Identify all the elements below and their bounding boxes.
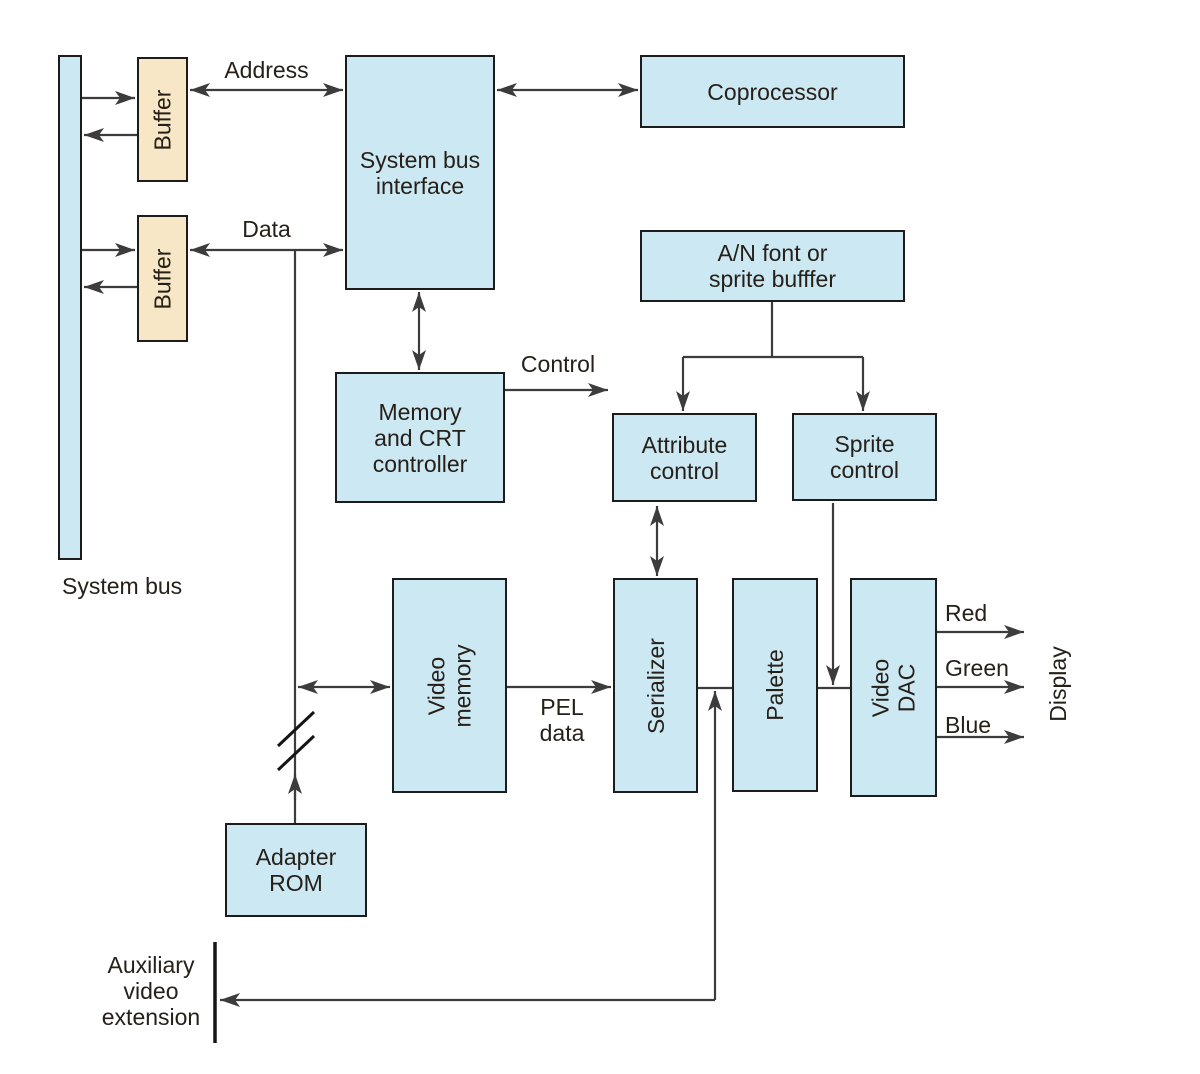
- palette-label: Palette: [761, 649, 788, 721]
- bus-width-slash: [276, 710, 316, 748]
- video-dac-label: Video DAC: [867, 658, 920, 717]
- buffer-top-box: Buffer: [137, 57, 188, 182]
- an-font-sprite-buffer-label: A/N font or sprite bufffer: [708, 240, 836, 292]
- serializer-box: Serializer: [613, 578, 698, 793]
- control-label: Control: [520, 351, 596, 377]
- pel-data-label: PEL data: [539, 694, 585, 746]
- coprocessor-label: Coprocessor: [707, 78, 838, 105]
- auxiliary-video-extension-label: Auxiliary video extension: [101, 952, 201, 1030]
- serializer-label: Serializer: [642, 637, 669, 734]
- video-memory-box: Video memory: [392, 578, 507, 793]
- sprite-control-box: Sprite control: [792, 413, 937, 501]
- blue-label: Blue: [945, 712, 992, 738]
- buffer-bottom-label: Buffer: [149, 248, 176, 309]
- system-bus-label: System bus: [62, 573, 183, 599]
- video-dac-box: Video DAC: [850, 578, 937, 797]
- buffer-bottom-box: Buffer: [137, 215, 188, 342]
- data-label: Data: [242, 216, 291, 242]
- red-label: Red: [945, 600, 988, 626]
- attribute-control-box: Attribute control: [612, 413, 757, 502]
- adapter-rom-box: Adapter ROM: [225, 823, 367, 917]
- memory-crt-controller-label: Memory and CRT controller: [372, 398, 468, 477]
- green-label: Green: [945, 655, 1009, 681]
- bus-width-slash: [276, 734, 316, 772]
- display-label: Display: [1045, 646, 1071, 722]
- video-memory-label: Video memory: [423, 643, 476, 728]
- adapter-rom-label: Adapter ROM: [255, 844, 337, 896]
- coprocessor-box: Coprocessor: [640, 55, 905, 128]
- system-bus-interface-label: System bus interface: [359, 146, 481, 199]
- address-label: Address: [224, 57, 309, 83]
- system-bus-bar: [58, 55, 82, 560]
- memory-crt-controller-box: Memory and CRT controller: [335, 372, 505, 503]
- sprite-control-label: Sprite control: [829, 431, 900, 483]
- attribute-control-label: Attribute control: [641, 431, 728, 484]
- system-bus-interface-box: System bus interface: [345, 55, 495, 290]
- palette-box: Palette: [732, 578, 818, 792]
- an-font-sprite-buffer-box: A/N font or sprite bufffer: [640, 230, 905, 302]
- buffer-top-label: Buffer: [149, 89, 176, 150]
